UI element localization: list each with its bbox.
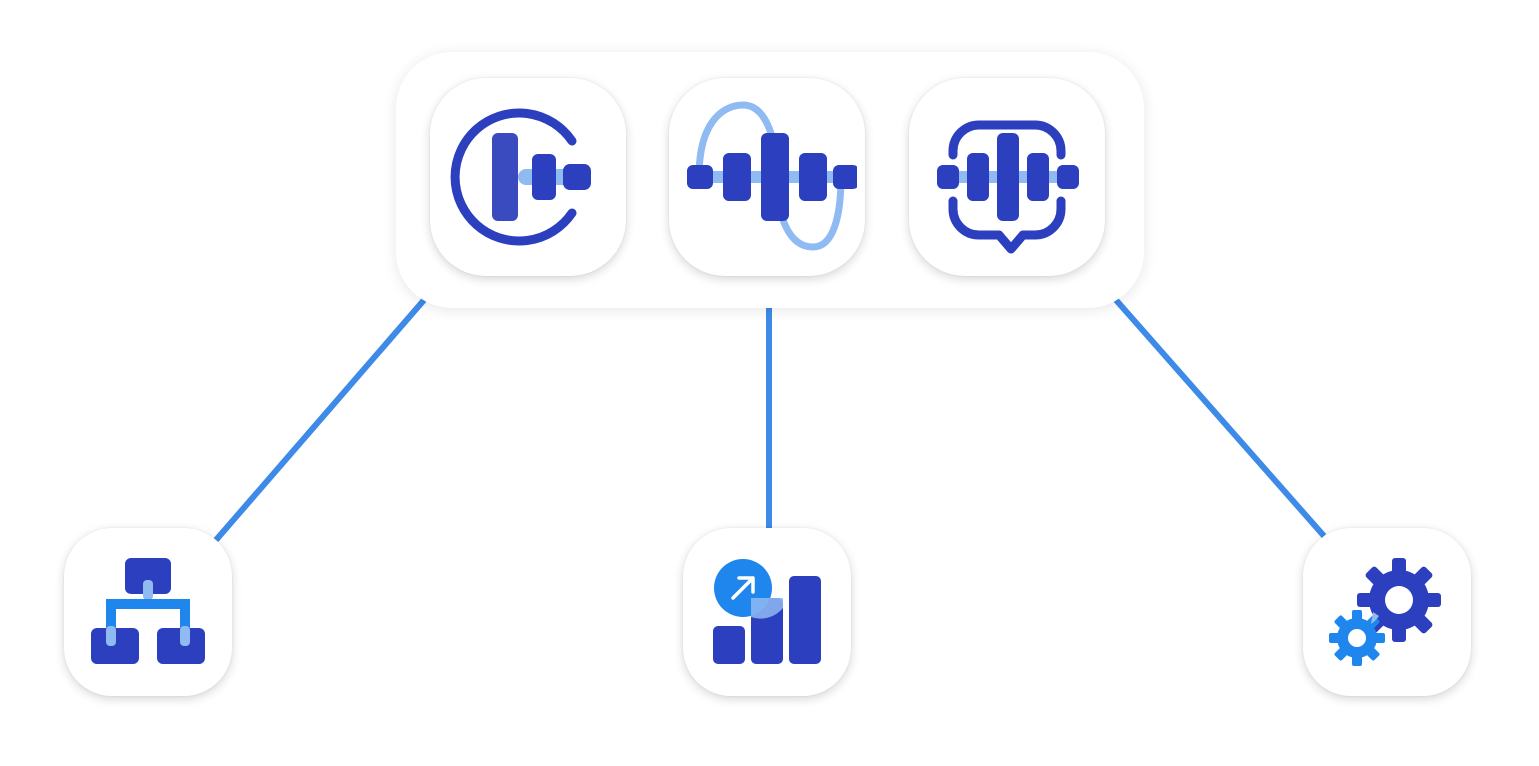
tile-audio-sine[interactable] xyxy=(669,78,865,276)
hierarchy-icon xyxy=(91,558,205,664)
gears-icon xyxy=(1329,558,1441,666)
audio-waveform-chat-icon xyxy=(937,120,1079,254)
tile-gears[interactable] xyxy=(1303,528,1471,696)
growth-chart-icon xyxy=(713,559,821,664)
tile-growth-chart[interactable] xyxy=(683,528,851,696)
tile-audio-chat[interactable] xyxy=(909,78,1105,276)
audio-waveform-circle-icon xyxy=(450,108,591,246)
tile-hierarchy[interactable] xyxy=(64,528,232,696)
tile-audio-circle[interactable] xyxy=(430,78,626,276)
connector-left xyxy=(213,298,427,542)
audio-waveform-sine-icon xyxy=(687,101,857,251)
connector-right xyxy=(1113,298,1327,538)
